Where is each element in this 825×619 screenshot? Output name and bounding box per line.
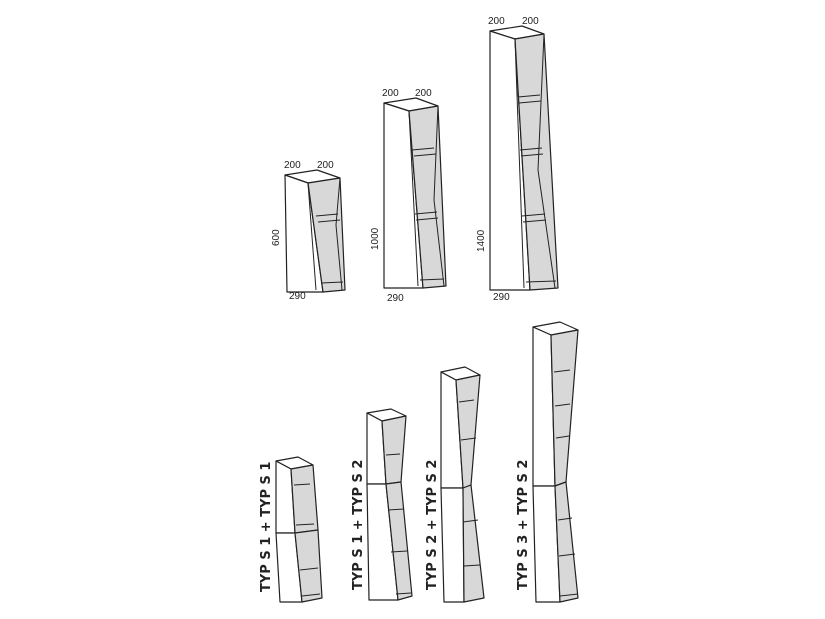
- combo-s3-s2: [532, 321, 579, 603]
- unit-1000-height-dim: 1000: [370, 227, 381, 250]
- unit-1000-bottom-dim: 290: [387, 293, 404, 304]
- combo-4-label: TYP S 3 + TYP S 2: [516, 460, 531, 590]
- combo-s2-s2: [440, 366, 485, 603]
- unit-600-bottom-dim: 290: [289, 291, 306, 302]
- unit-1400-height-dim: 1400: [476, 229, 487, 252]
- shelf-unit-1000: [383, 97, 447, 289]
- unit-1400-bottom-dim: 290: [493, 292, 510, 303]
- combo-1-label: TYP S 1 + TYP S 1: [259, 462, 274, 592]
- unit-1000-top-right-dim: 200: [415, 88, 432, 99]
- combo-3-label: TYP S 2 + TYP S 2: [425, 460, 440, 590]
- unit-1400-top-left-dim: 200: [488, 16, 505, 27]
- combo-2-label: TYP S 1 + TYP S 2: [351, 460, 366, 590]
- unit-600-height-dim: 600: [271, 229, 282, 246]
- unit-1400-top-right-dim: 200: [522, 16, 539, 27]
- unit-600-top-right-dim: 200: [317, 160, 334, 171]
- shelf-unit-600: [284, 169, 346, 293]
- shelf-unit-1400: [489, 25, 559, 291]
- combo-s1-s1: [275, 456, 323, 603]
- combo-s1-s2: [366, 408, 413, 601]
- unit-600-top-left-dim: 200: [284, 160, 301, 171]
- unit-1000-top-left-dim: 200: [382, 88, 399, 99]
